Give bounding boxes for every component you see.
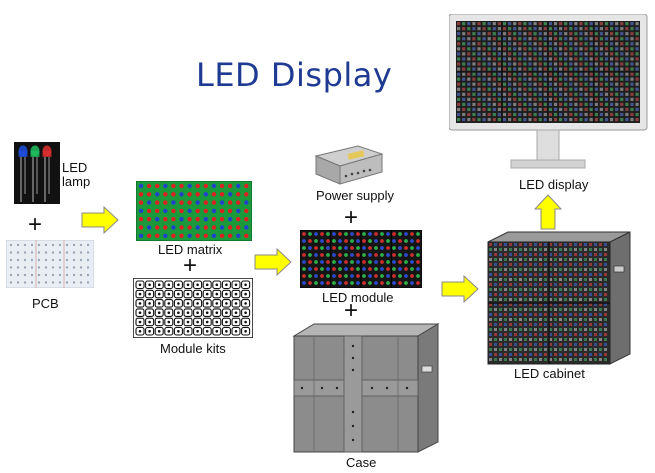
power-supply-icon [312, 140, 384, 186]
plus-sign-module-case: + [344, 297, 359, 324]
case-icon [292, 322, 442, 454]
arrow-right-icon [253, 247, 293, 277]
pcb-board-icon [6, 240, 94, 288]
plus-sign-matrix-kits: + [183, 252, 198, 279]
arrow-right-icon [80, 205, 120, 235]
pcb-label: PCB [32, 296, 59, 311]
led-lamp-label-line2: lamp [62, 174, 91, 189]
led-matrix-icon [136, 181, 252, 241]
plus-sign-power-module: + [344, 204, 359, 231]
module-kit-icon [133, 278, 253, 338]
arrow-right-icon [440, 274, 480, 304]
power-supply-label: Power supply [316, 188, 395, 203]
plus-sign-lamp-pcb: + [28, 211, 43, 238]
led-lamp-label: LED lamp [62, 161, 90, 189]
module-kits-label: Module kits [160, 341, 226, 356]
case-label: Case [346, 455, 377, 470]
led-display-label: LED display [519, 177, 589, 192]
diagram-title: LED Display [196, 56, 393, 94]
led-lamp-icon [14, 142, 60, 204]
led-lamp-label-line1: LED [62, 160, 88, 175]
led-cabinet-icon [486, 230, 632, 366]
led-module-label: LED module [322, 290, 394, 305]
led-matrix-label: LED matrix [158, 242, 223, 257]
led-display-monitor-icon [449, 14, 649, 174]
led-module-icon [300, 230, 422, 288]
led-cabinet-label: LED cabinet [514, 366, 585, 381]
arrow-up-icon [533, 193, 563, 231]
